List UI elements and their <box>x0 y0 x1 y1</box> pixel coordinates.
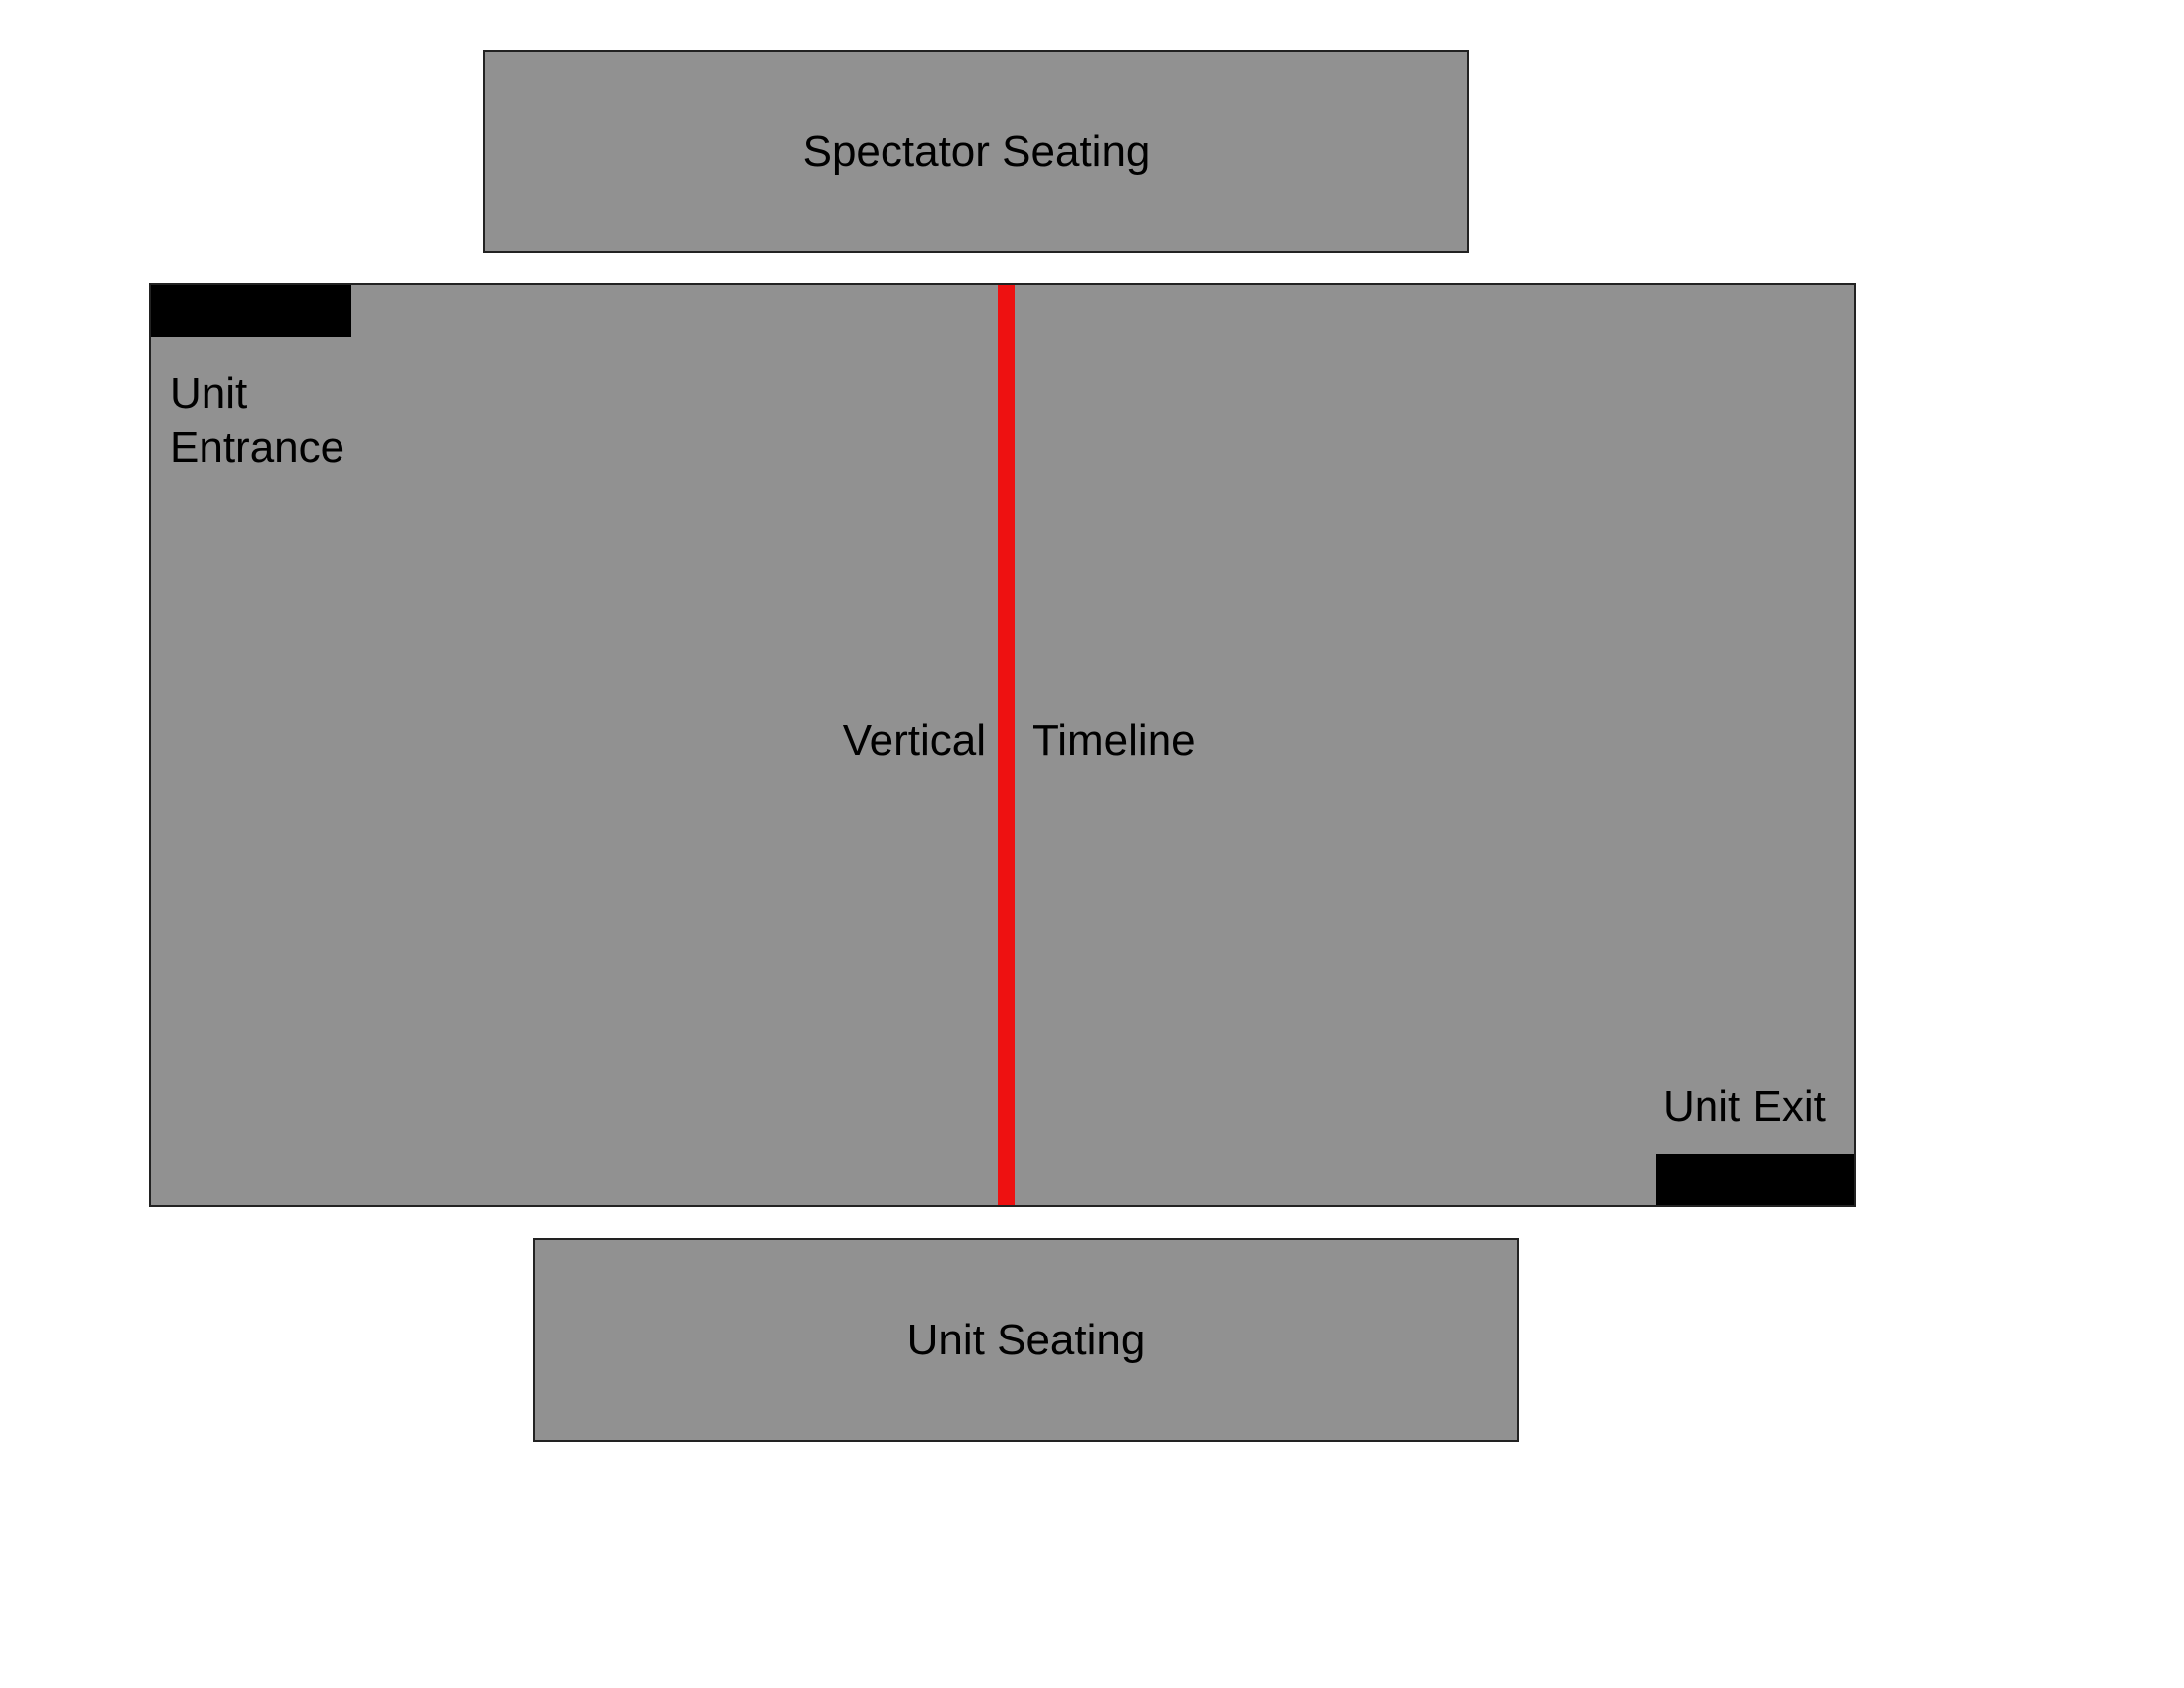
unit-seating-label: Unit Seating <box>906 1315 1146 1364</box>
arena-floor: Unit Entrance Vertical Timeline Unit Exi… <box>149 283 1856 1207</box>
timeline-left-label: Vertical <box>842 716 986 765</box>
unit-entrance-label-line2: Entrance <box>170 422 345 472</box>
spectator-seating-area: Spectator Seating <box>483 50 1469 253</box>
timeline-right-label: Timeline <box>1032 716 1196 765</box>
unit-entrance-label-line1: Unit <box>170 369 248 418</box>
unit-exit-door <box>1656 1154 1854 1205</box>
unit-entrance-door <box>151 285 351 337</box>
unit-exit-label: Unit Exit <box>1663 1082 1826 1131</box>
unit-seating-area: Unit Seating <box>533 1238 1519 1442</box>
spectator-seating-label: Spectator Seating <box>802 126 1151 176</box>
vertical-timeline-line <box>998 285 1015 1205</box>
unit-entrance-label: Unit Entrance <box>170 367 344 474</box>
